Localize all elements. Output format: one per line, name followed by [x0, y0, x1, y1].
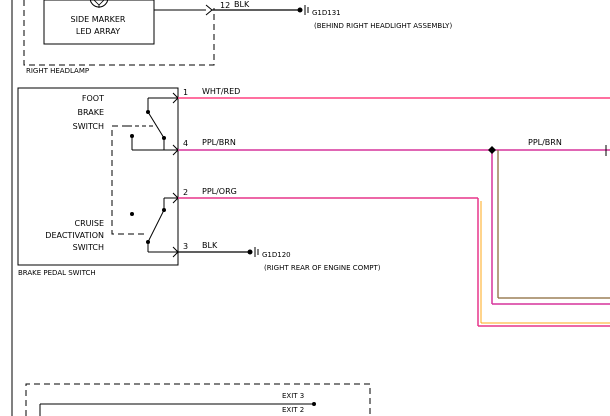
- pin-number-1: 1: [183, 88, 188, 97]
- ground-junction-dot-g1d120: [247, 249, 253, 255]
- switch-label-foot: SWITCH: [73, 122, 104, 131]
- cruise-deactivation-switch-symbol: [130, 197, 178, 253]
- pin-number-12: 12: [220, 1, 230, 10]
- ground-icon: [254, 247, 259, 257]
- wire-color-blk: BLK: [202, 241, 218, 250]
- pin-number-2: 2: [183, 188, 188, 197]
- foot-brake-switch-symbol: [130, 97, 178, 151]
- deactivation-label: DEACTIVATION: [45, 231, 104, 240]
- cruise-label: CRUISE: [75, 219, 105, 228]
- brake-pedal-switch-assembly: FOOT BRAKE SWITCH CRUISE DEACTIVATION SW…: [17, 87, 179, 277]
- ground-id-g1d131: G1D131: [312, 9, 341, 17]
- brake-label: BRAKE: [78, 108, 105, 117]
- ground-id-g1d120: G1D120: [262, 251, 291, 259]
- splice-dot: [488, 146, 496, 154]
- mechanical-link-dashed: [111, 125, 146, 235]
- right-headlamp-assembly: SIDE MARKER LED ARRAY 12 BLK G1D131 (BEH…: [23, 0, 452, 75]
- pin-number-4: 4: [183, 139, 188, 148]
- led-array-label: LED ARRAY: [76, 27, 120, 36]
- pin-number-3: 3: [183, 242, 188, 251]
- wire-color-ppl-brn: PPL/BRN: [202, 138, 236, 147]
- ground-junction-dot: [297, 7, 303, 13]
- splice-wire-color: PPL/BRN: [528, 138, 562, 147]
- connector-symbol-pin-12: [205, 4, 213, 16]
- right-headlamp-dashed-border: [23, 0, 215, 66]
- led-icon: [89, 0, 109, 8]
- wire-color-wht-red: WHT/RED: [202, 87, 240, 96]
- side-marker-label: SIDE MARKER: [71, 15, 126, 24]
- brake-pedal-switch-box: [17, 87, 179, 266]
- ground-location-g1d120: (RIGHT REAR OF ENGINE COMPT): [264, 264, 381, 272]
- ground-location-g1d131: (BEHIND RIGHT HEADLIGHT ASSEMBLY): [314, 22, 452, 30]
- exit-box: EXIT 3 EXIT 2: [25, 383, 371, 416]
- wire-color-blk-top: BLK: [234, 0, 250, 9]
- switch-label-cruise: SWITCH: [73, 243, 104, 252]
- exit-box-dashed-border: [25, 383, 371, 416]
- foot-label: FOOT: [82, 94, 104, 103]
- exit-3-label: EXIT 3: [282, 392, 304, 400]
- exit-3-dot: [312, 402, 316, 406]
- brake-pedal-switch-label: BRAKE PEDAL SWITCH: [18, 269, 96, 277]
- wire-color-ppl-org: PPL/ORG: [202, 187, 237, 196]
- ground-icon: [304, 5, 309, 15]
- right-headlamp-label: RIGHT HEADLAMP: [26, 67, 89, 75]
- exit-2-label: EXIT 2: [282, 406, 304, 414]
